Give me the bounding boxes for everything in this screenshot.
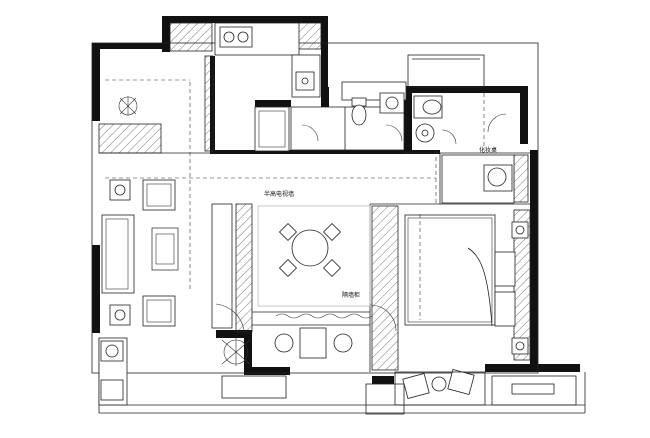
- armchair: [142, 179, 176, 211]
- bathrooms: [290, 81, 507, 151]
- armchair: [142, 295, 176, 327]
- plant-icon: [221, 338, 251, 366]
- kitchen: [214, 22, 321, 152]
- vanity-label: 化妆桌: [479, 146, 497, 154]
- washbasin-icon: [415, 123, 435, 143]
- sink-icon: [295, 71, 315, 91]
- coffee-table: [151, 227, 179, 271]
- hatched-cabinets: [98, 22, 531, 371]
- round-table: [291, 229, 329, 267]
- dining-table: [299, 327, 327, 359]
- master-bedroom: [404, 214, 529, 355]
- structural-walls: [92, 16, 580, 384]
- washbasin-icon: [379, 92, 405, 114]
- cabinet-label: 隔墙柜: [342, 291, 360, 299]
- sofa: [101, 214, 135, 294]
- bed: [404, 214, 496, 326]
- dining-area: 隔墙柜: [257, 205, 373, 359]
- stove-icon: [219, 26, 253, 48]
- living-room: 半高电视墙: [101, 79, 437, 329]
- tv-wall-label: 半高电视墙: [264, 190, 294, 198]
- washer-icon: [100, 340, 124, 362]
- tv-cabinet: [211, 203, 233, 329]
- vanity-area: 化妆桌: [441, 146, 515, 204]
- plant-icon: [118, 96, 138, 116]
- partitions: [91, 42, 586, 414]
- doors: [215, 129, 457, 332]
- balconies: [98, 337, 577, 415]
